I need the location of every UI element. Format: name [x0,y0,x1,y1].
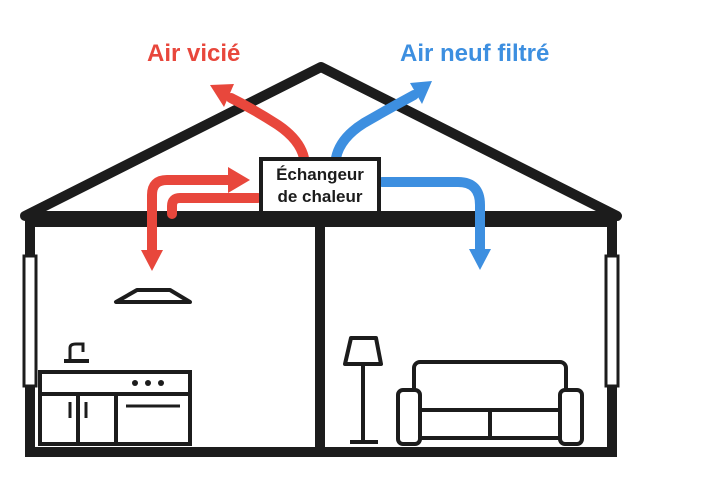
fresh-air-arrowheads [410,81,491,270]
fresh-air-flow [331,90,485,257]
stale-air-flow [147,93,309,260]
side-windows [22,254,620,388]
fresh-air-label: Air neuf filtré [400,40,550,67]
stale-air-arrowheads [141,84,250,271]
sofa [396,360,584,446]
range-hood [114,288,192,304]
heat-exchanger-line1: Échangeur [276,165,364,184]
kitchen [38,342,192,446]
floor-lamp [343,336,383,444]
stale-air-label: Air vicié [147,40,241,67]
heat-exchanger-box: Échangeur de chaleur [259,157,381,215]
heat-exchanger-line2: de chaleur [277,187,363,206]
roof [20,62,622,221]
stove-knobs [132,380,164,386]
